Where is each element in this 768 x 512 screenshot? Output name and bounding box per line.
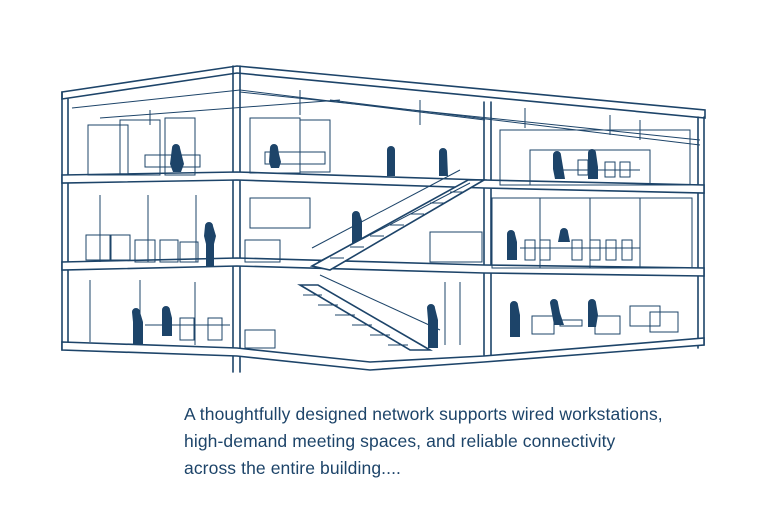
roof-frame bbox=[61, 65, 706, 373]
building-cutaway-illustration bbox=[61, 65, 706, 373]
person-silhouette bbox=[269, 144, 281, 168]
person-silhouette bbox=[170, 144, 184, 172]
caption-text: A thoughtfully designed network supports… bbox=[184, 401, 764, 482]
person-silhouette bbox=[352, 211, 362, 243]
person-silhouette bbox=[550, 299, 564, 325]
caption-line: high-demand meeting spaces, and reliable… bbox=[184, 431, 616, 451]
person-silhouette bbox=[204, 222, 216, 266]
floor-slabs bbox=[61, 171, 705, 371]
middle-floor bbox=[85, 195, 693, 269]
person-silhouette bbox=[427, 304, 438, 348]
top-floor bbox=[87, 117, 691, 186]
person-silhouette bbox=[132, 308, 143, 344]
caption-line: across the entire building.... bbox=[184, 458, 402, 478]
person-silhouette bbox=[588, 299, 598, 327]
caption-line: A thoughtfully designed network supports… bbox=[184, 404, 663, 424]
person-silhouette bbox=[507, 230, 517, 260]
person-silhouette bbox=[510, 301, 520, 337]
staircases bbox=[297, 169, 487, 351]
person-silhouette bbox=[588, 149, 598, 179]
person-silhouette bbox=[162, 306, 172, 336]
ground-floor bbox=[89, 280, 679, 349]
person-silhouette bbox=[553, 151, 565, 179]
person-silhouette bbox=[439, 148, 448, 176]
person-silhouette bbox=[387, 146, 395, 176]
person-silhouette bbox=[558, 228, 570, 242]
